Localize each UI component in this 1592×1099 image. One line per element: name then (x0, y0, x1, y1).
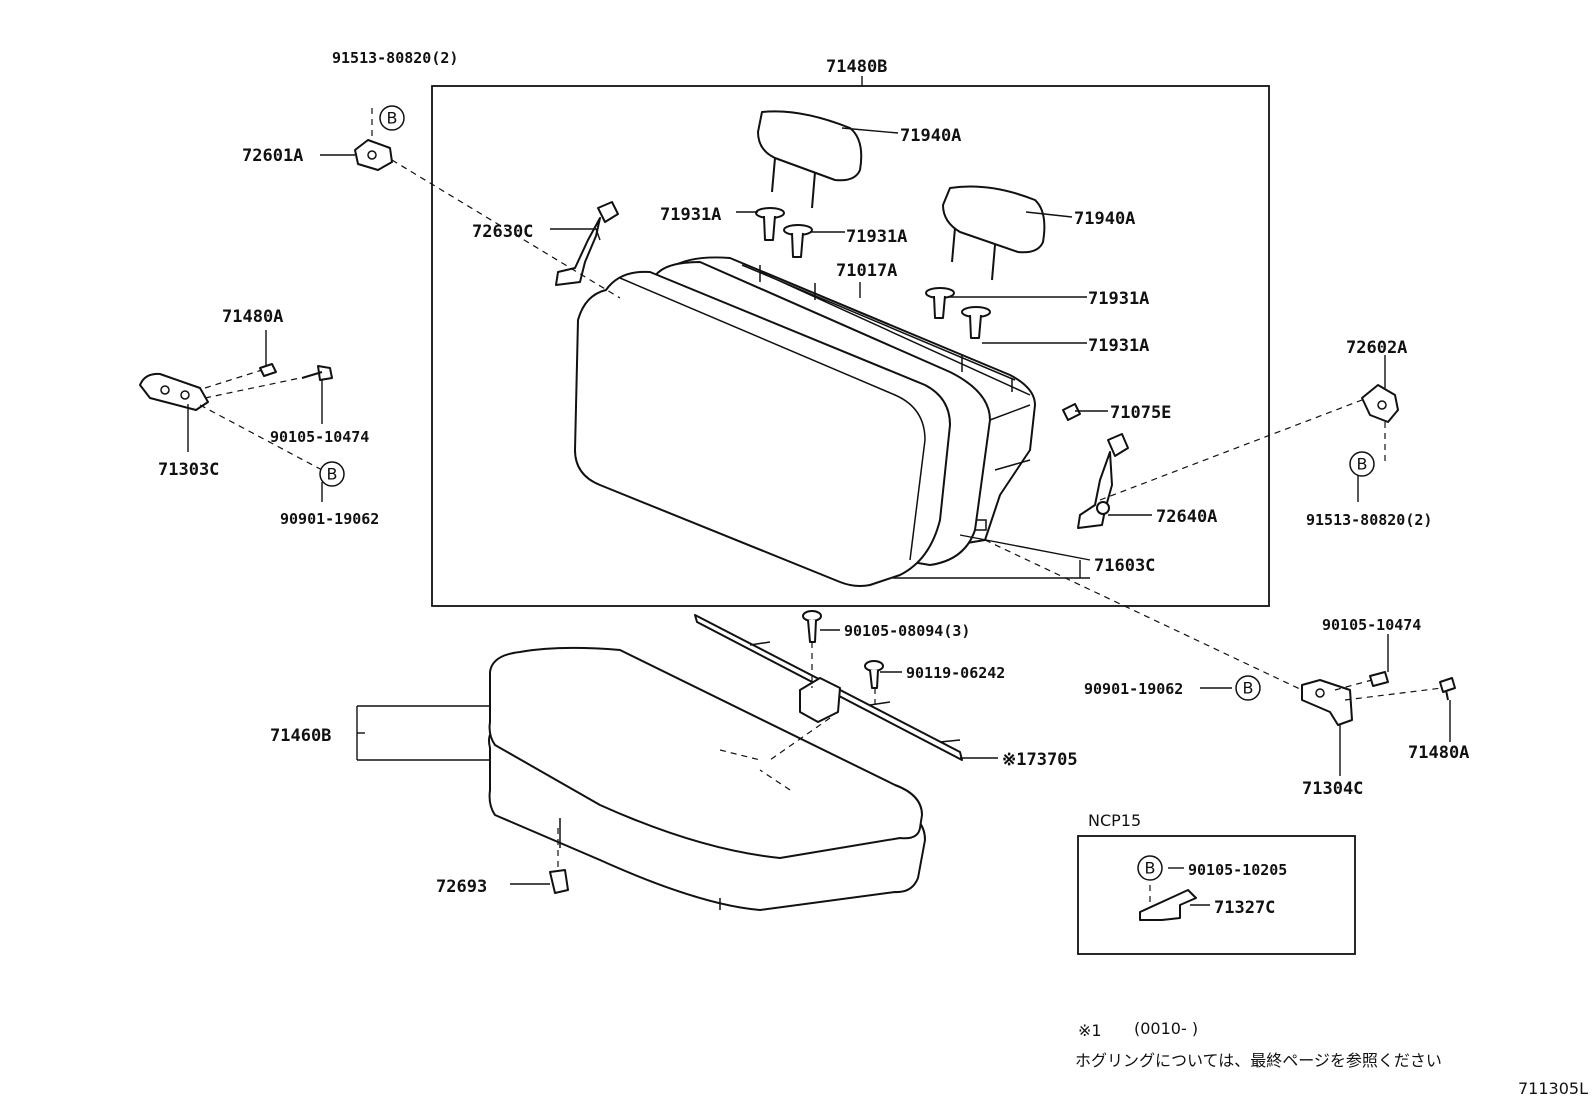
headrest-left (757, 110, 863, 209)
label-71327C: 71327C (1214, 898, 1275, 918)
hook-72693 (549, 869, 569, 894)
b-marker-right: B (1349, 451, 1375, 477)
label-173705: ※173705 (1002, 750, 1078, 770)
label-90901-left: 90901-19062 (280, 510, 379, 528)
cushion-frame-rod (694, 614, 963, 761)
label-90105-08094: 90105-08094(3) (844, 622, 970, 640)
label-71931A-2: 71931A (846, 227, 907, 247)
bracket-72601A (354, 139, 393, 171)
svg-text:B: B (327, 465, 338, 484)
label-71480B: 71480B (826, 57, 887, 77)
label-72602A: 72602A (1346, 338, 1407, 358)
note-range: (0010- ) (1134, 1019, 1198, 1038)
bolt-90119-06242 (864, 660, 884, 689)
label-71940A-1: 71940A (900, 126, 961, 146)
assembly-box-71480B (431, 85, 1270, 607)
label-71075E: 71075E (1110, 403, 1171, 423)
b-marker-left: B (319, 461, 345, 487)
label-90105-10474-right: 90105-10474 (1322, 616, 1421, 634)
svg-text:B: B (387, 109, 398, 128)
label-72630C: 72630C (472, 222, 533, 242)
label-ncp15: NCP15 (1088, 811, 1141, 830)
bracket-72602A (1361, 384, 1399, 423)
hinge-71303C (139, 372, 209, 411)
label-71603C: 71603C (1094, 556, 1155, 576)
label-90105-10205: 90105-10205 (1188, 861, 1287, 879)
svg-text:B: B (1145, 859, 1156, 878)
label-71940A-2: 71940A (1074, 209, 1135, 229)
svg-text:B: B (1243, 679, 1254, 698)
headrest-support-2 (783, 224, 813, 258)
label-71304C: 71304C (1302, 779, 1363, 799)
label-91513-right: 91513-80820(2) (1306, 511, 1432, 529)
label-71480A-right: 71480A (1408, 743, 1469, 763)
label-71460B: 71460B (270, 726, 331, 746)
dash-71303C-B (199, 404, 323, 471)
bracket-71327C (1139, 889, 1197, 921)
dash-71304C-seat (984, 539, 1303, 691)
label-71303C: 71303C (158, 460, 219, 480)
bolt-right-71480A (1439, 677, 1456, 701)
label-90105-10474-left: 90105-10474 (270, 428, 369, 446)
bolt-90105-08094 (802, 610, 822, 643)
note-hog-ring: ホグリングについては、最終ページを参照ください (1075, 1051, 1442, 1070)
b-marker-top-left: B (379, 105, 405, 131)
headrest-right (942, 185, 1046, 281)
label-90119-06242: 90119-06242 (906, 664, 1005, 682)
label-71480A-left: 71480A (222, 307, 283, 327)
label-72693: 72693 (436, 877, 487, 897)
headrest-support-3 (925, 287, 955, 319)
headrest-support-1 (755, 207, 785, 241)
label-71931A-4: 71931A (1088, 336, 1149, 356)
label-71931A-3: 71931A (1088, 289, 1149, 309)
svg-text:B: B (1357, 455, 1368, 474)
seat-back-cushion (574, 270, 951, 587)
note-mark: ※1 (1078, 1021, 1102, 1040)
label-72601A: 72601A (242, 146, 303, 166)
belt-72640A (1077, 433, 1129, 529)
bolt-right-90105 (1369, 671, 1389, 687)
label-90901-right: 90901-19062 (1084, 680, 1183, 698)
label-72640A: 72640A (1156, 507, 1217, 527)
bolt-left-90105 (301, 365, 333, 381)
hinge-71304C (1301, 679, 1353, 726)
bolt-left-71480A (259, 363, 277, 377)
dash-72601A-seat (391, 159, 621, 299)
dash-71303C-bolt (204, 369, 301, 399)
dash-bolt-frame (811, 642, 876, 705)
headrest-support-4 (961, 306, 991, 339)
reference-code: 711305L (1518, 1079, 1588, 1098)
ncp15-box (1077, 835, 1356, 955)
dash-72602A-seat (1099, 399, 1363, 501)
b-marker-ncp15: B (1137, 855, 1163, 881)
label-71931A-1: 71931A (660, 205, 721, 225)
b-marker-center-right: B (1235, 675, 1261, 701)
label-71017A: 71017A (836, 261, 897, 281)
belt-72630C (555, 201, 619, 286)
seat-cushion (488, 646, 926, 911)
dash-frame-cushion (719, 717, 831, 791)
clip-71075E (1062, 403, 1081, 421)
label-91513-top: 91513-80820(2) (332, 49, 458, 67)
leader-lines (187, 127, 1451, 906)
dash-71304C-bolts (1334, 679, 1443, 701)
